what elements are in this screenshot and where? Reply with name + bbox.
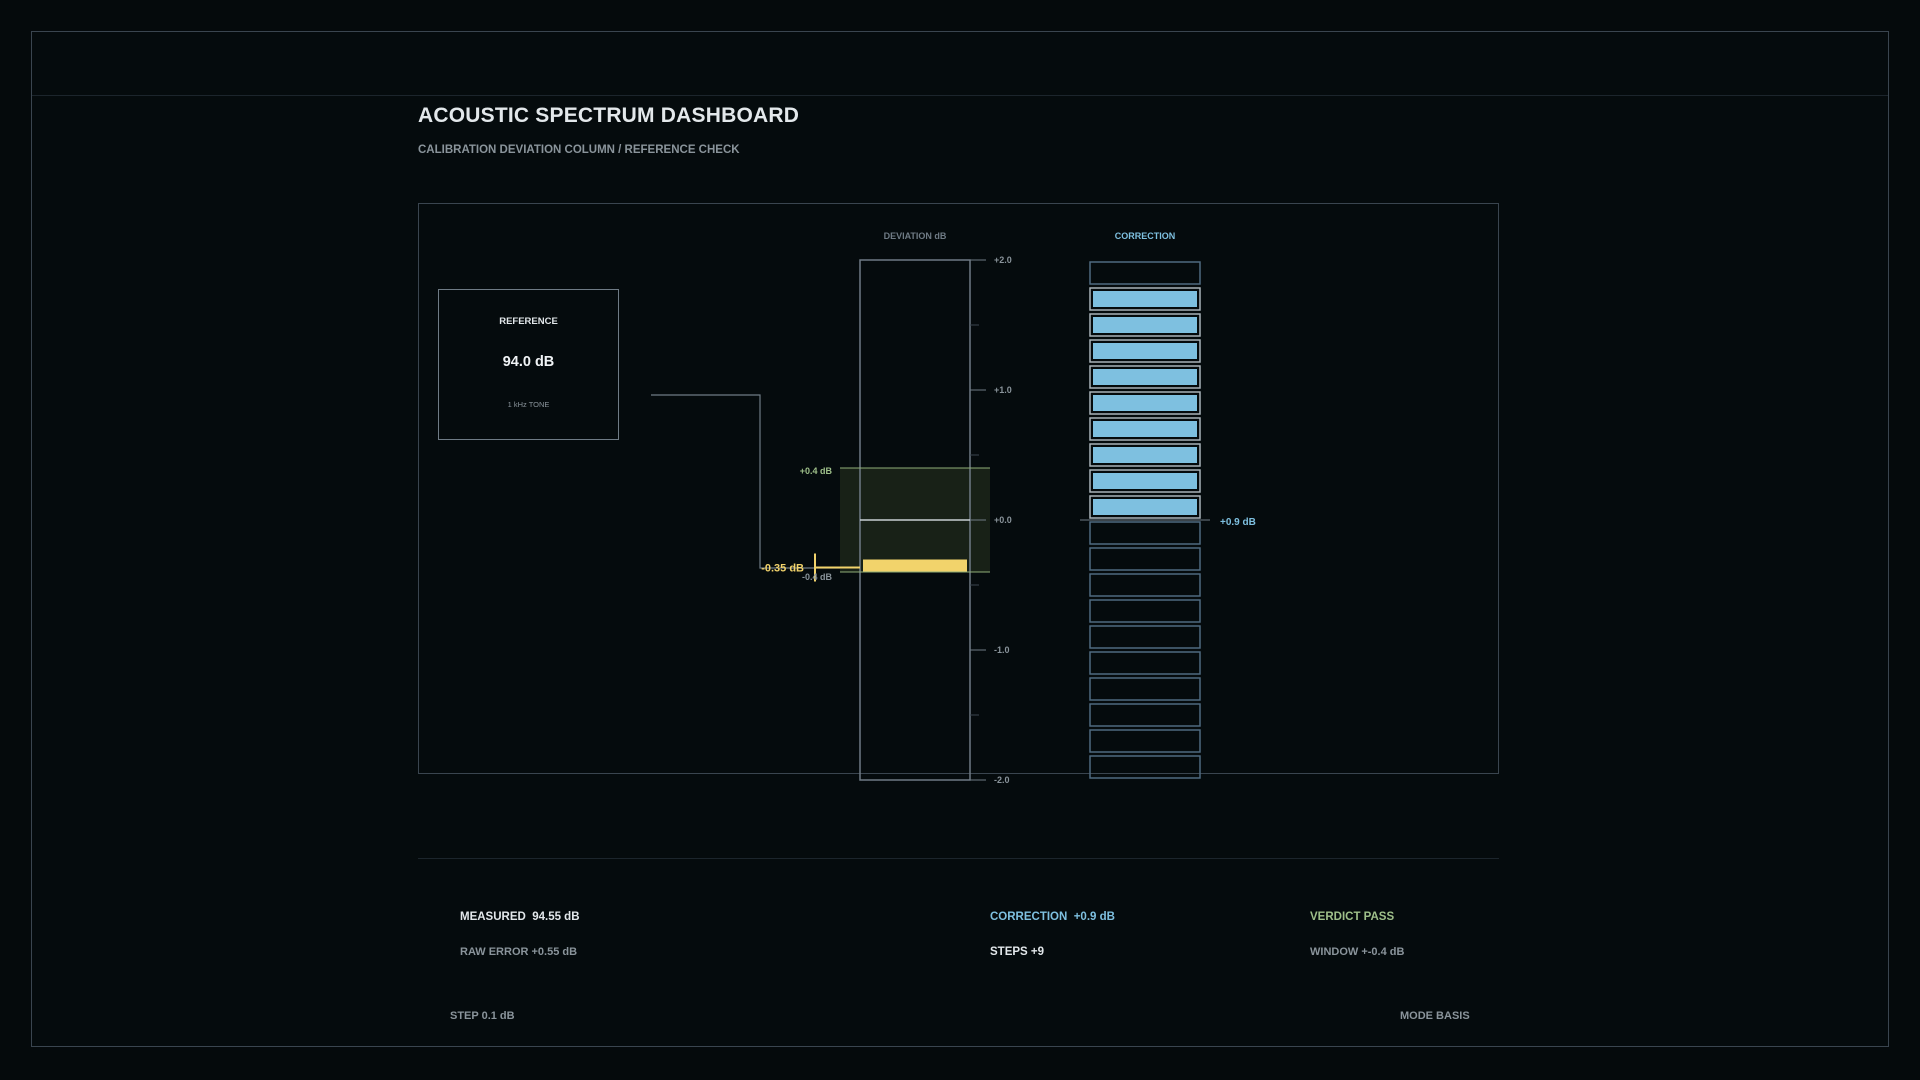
correction-step xyxy=(1089,287,1201,311)
measured-bar xyxy=(863,559,967,572)
measured-summary: MEASURED 94.55 dB xyxy=(460,911,580,923)
axis-tick-label: +2.0 xyxy=(994,255,1012,265)
correction-step xyxy=(1089,755,1201,779)
measured-label: MEASURED xyxy=(460,911,526,923)
summary-divider xyxy=(418,858,1499,859)
correction-step xyxy=(1089,417,1201,441)
verdict-badge: VERDICT PASS xyxy=(1310,911,1395,923)
correction-summary-value: +0.9 dB xyxy=(1073,911,1115,923)
correction-step-fill xyxy=(1093,317,1197,333)
correction-step xyxy=(1089,469,1201,493)
correction-label: CORRECTION xyxy=(1115,231,1176,241)
correction-step-fill xyxy=(1093,473,1197,489)
correction-step-fill xyxy=(1093,343,1197,359)
correction-step-fill xyxy=(1093,447,1197,463)
raw-error: RAW ERROR +0.55 dB xyxy=(460,946,578,958)
correction-step xyxy=(1089,729,1201,753)
correction-step-fill xyxy=(1093,395,1197,411)
correction-step xyxy=(1089,443,1201,467)
correction-step xyxy=(1089,703,1201,727)
correction-step xyxy=(1089,625,1201,649)
axis-tick-label: +1.0 xyxy=(994,385,1012,395)
reference-label: REFERENCE xyxy=(499,316,558,327)
correction-step xyxy=(1089,521,1201,545)
axis-tick-label: -1.0 xyxy=(994,645,1010,655)
reference-connector xyxy=(651,394,860,569)
page-title: ACOUSTIC SPECTRUM DASHBOARD xyxy=(418,104,800,127)
measured-value: 94.55 dB xyxy=(532,911,580,923)
correction-step xyxy=(1089,651,1201,675)
reference-note: 1 kHz TONE xyxy=(507,400,550,409)
correction-step xyxy=(1089,599,1201,623)
correction-step xyxy=(1089,365,1201,389)
mode-label: MODE BASIS xyxy=(1400,1010,1470,1022)
correction-summary-label: CORRECTION xyxy=(990,911,1068,923)
window-lower-label: -0.4 dB xyxy=(802,572,833,582)
correction-summary: CORRECTION +0.9 dB xyxy=(990,911,1115,923)
correction-step xyxy=(1089,547,1201,571)
top-bar xyxy=(32,32,1888,96)
correction-step xyxy=(1089,261,1201,285)
window-upper-label: +0.4 dB xyxy=(800,466,833,476)
axis-tick-label: -2.0 xyxy=(994,775,1010,785)
chart-panel: REFERENCE 94.0 dB 1 kHz TONE xyxy=(418,203,1499,774)
window-value: WINDOW +-0.4 dB xyxy=(1310,946,1405,958)
correction-step-fill xyxy=(1093,421,1197,437)
correction-step xyxy=(1089,391,1201,415)
correction-step xyxy=(1089,339,1201,363)
reference-value: 94.0 dB xyxy=(502,354,555,370)
correction-step xyxy=(1089,313,1201,337)
correction-ladder-group: +0.9 dB xyxy=(1080,261,1256,779)
correction-step xyxy=(1089,495,1201,519)
deviation-axis-label: DEVIATION dB xyxy=(884,231,947,241)
correction-step xyxy=(1089,573,1201,597)
correction-step-fill xyxy=(1093,291,1197,307)
correction-step-fill xyxy=(1093,369,1197,385)
deviation-column-group: +2.0 +1.0 +0.0 -1.0 -2.0 +0.4 dB -0.4 dB-0.35 … xyxy=(761,255,1012,785)
page-subtitle: CALIBRATION DEVIATION COLUMN / REFERENCE… xyxy=(418,144,740,156)
correction-step-fill xyxy=(1093,499,1197,515)
correction-value-label: +0.9 dB xyxy=(1220,517,1256,528)
correction-step xyxy=(1089,677,1201,701)
axis-tick-label: +0.0 xyxy=(994,515,1012,525)
step-size: STEP 0.1 dB xyxy=(450,1010,515,1022)
steps-value: STEPS +9 xyxy=(990,946,1045,958)
measured-deviation-label: -0.35 dB xyxy=(761,563,804,575)
reference-box: REFERENCE 94.0 dB 1 kHz TONE xyxy=(438,289,619,440)
